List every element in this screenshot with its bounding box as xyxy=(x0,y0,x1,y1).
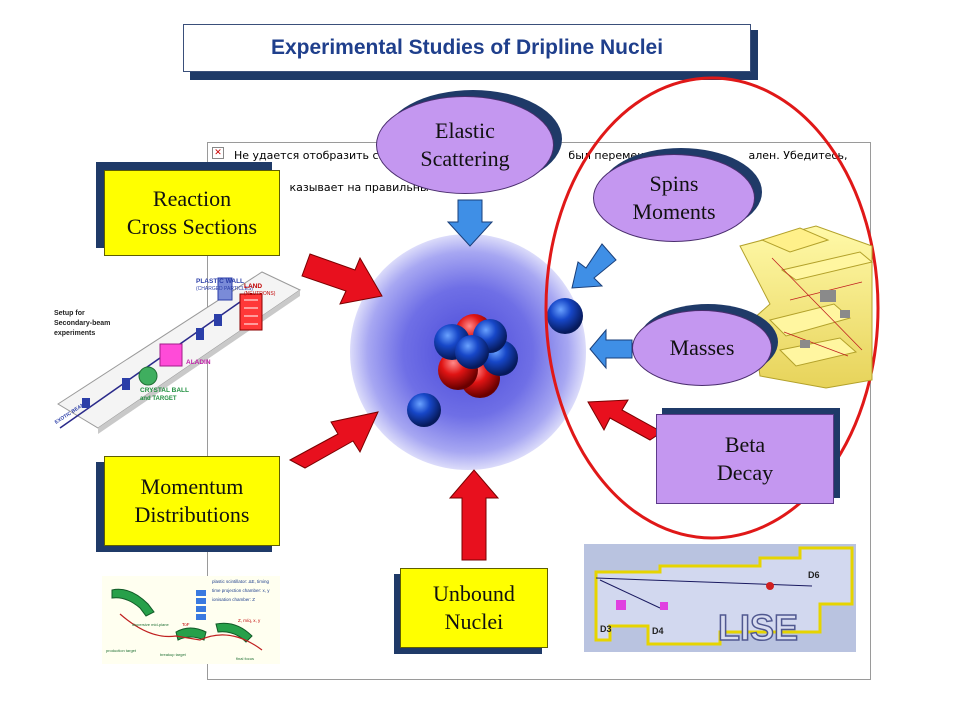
reaction-box: Reaction Cross Sections xyxy=(104,170,280,256)
spectrometer-diagram: plastic scintillator: ΔE, timing time pr… xyxy=(102,576,280,664)
target-label: and TARGET xyxy=(140,396,177,402)
spec-line1: plastic scintillator: ΔE, timing xyxy=(212,579,270,584)
elastic-ellipse: Elastic Scattering xyxy=(376,96,554,194)
masses-label: Masses xyxy=(669,335,735,360)
spec-line2: time projection chamber: x, y xyxy=(212,588,270,593)
reaction-label: Reaction Cross Sections xyxy=(126,186,258,239)
momentum-box: Momentum Distributions xyxy=(104,456,280,546)
arrow-momentum xyxy=(288,411,379,469)
lise-d6: D6 xyxy=(808,570,820,580)
arrow-spins xyxy=(571,243,617,289)
momentum-label: Momentum Distributions xyxy=(134,474,250,527)
setup-label: Setup for xyxy=(54,310,85,317)
nucleus-core xyxy=(434,314,518,398)
lise-d4: D4 xyxy=(652,626,664,636)
unbound-label: Unbound Nuclei xyxy=(433,581,515,634)
plastic-wall-sub: (CHARGED PARTICLES) xyxy=(196,286,253,292)
beta-box: Beta Decay xyxy=(656,414,834,504)
spec-line4: Z, m/q, x, y xyxy=(238,618,261,623)
broken-image-icon: ✕ xyxy=(212,147,224,159)
unbound-box: Unbound Nuclei xyxy=(400,568,548,648)
beta-label: Beta Decay xyxy=(716,432,774,485)
setup-diagram: Setup for Secondary-beam experiments PLA… xyxy=(54,271,302,434)
arrow-elastic xyxy=(446,199,494,247)
arrow-reaction xyxy=(301,253,383,305)
highlight-ellipse xyxy=(544,76,880,540)
masses-ellipse: Masses xyxy=(632,310,772,386)
setup-sub2: experiments xyxy=(54,330,95,337)
broken-image-line1: Не удается отобразить связан xyxy=(234,149,412,162)
spins-ellipse: Spins Moments xyxy=(593,154,755,242)
aladin-label: ALADIN xyxy=(186,359,211,366)
arrow-masses xyxy=(589,328,633,370)
arrow-unbound xyxy=(448,469,500,561)
title-box: Experimental Studies of Dripline Nuclei xyxy=(183,24,751,72)
spec-tof: ToF xyxy=(182,622,190,627)
halo-neutron-right xyxy=(547,298,583,334)
setup-sub1: Secondary-beam xyxy=(54,320,110,327)
lise-d3: D3 xyxy=(600,624,612,634)
land-sub: (NEUTRONS) xyxy=(244,291,276,297)
lise-logo: LISE xyxy=(718,607,798,648)
crystal-ball-label: CRYSTAL BALL xyxy=(140,387,189,394)
land-label: LAND xyxy=(244,283,262,290)
spins-label: Spins Moments xyxy=(632,171,716,224)
elastic-label: Elastic Scattering xyxy=(420,118,510,171)
lise-layout: LISE D3 D4 D6 xyxy=(584,544,856,652)
plastic-wall-label: PLASTIC WALL xyxy=(196,278,244,285)
halo-neutron-left xyxy=(407,393,441,427)
broken-image-line2: казывает на правильны xyxy=(289,181,429,194)
spec-production: production target xyxy=(106,648,137,653)
spec-dispersive: dispersive mid-plane xyxy=(132,622,169,627)
spec-final: final focus xyxy=(236,656,254,661)
spec-line3: ionisation chamber: Z xyxy=(212,597,255,602)
page-title: Experimental Studies of Dripline Nuclei xyxy=(270,36,664,59)
arrow-beta xyxy=(587,399,663,441)
spec-breakup: breakup target xyxy=(160,652,187,657)
